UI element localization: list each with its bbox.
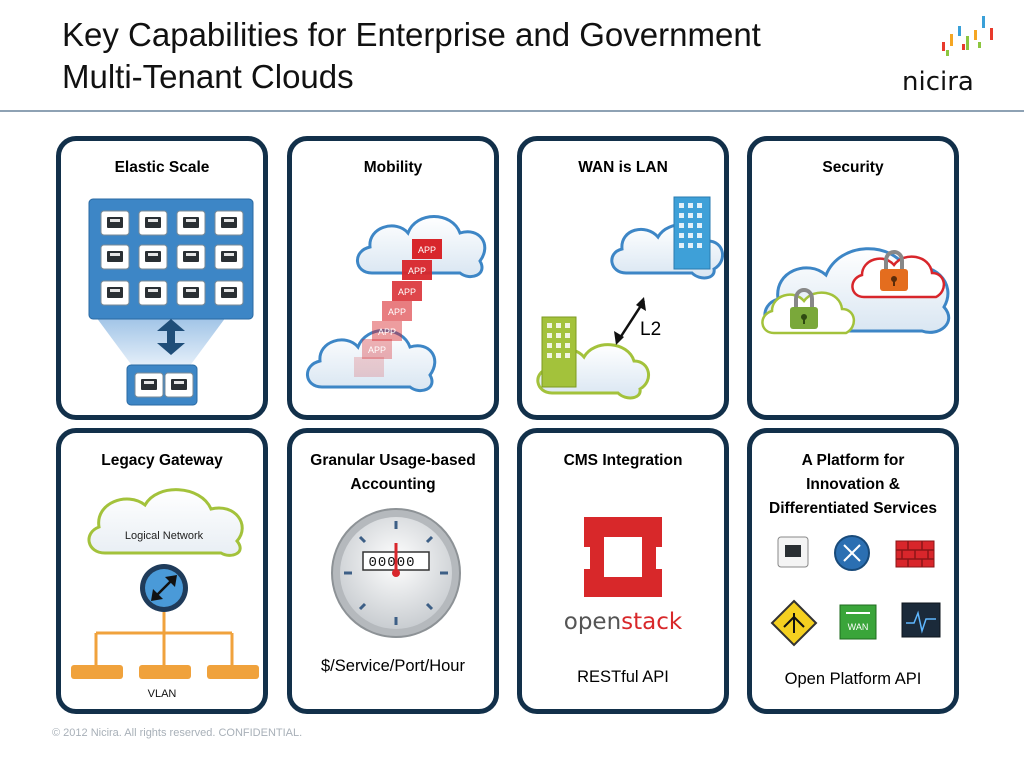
openstack-logo-icon: openstack xyxy=(564,517,683,635)
card-usage-accounting: Granular Usage-based Accounting 00000 $/… xyxy=(287,428,499,714)
legacy-gateway-illustration: Logical Network VLAN xyxy=(71,488,259,700)
padlock-icon xyxy=(880,250,908,291)
app-label: APP xyxy=(408,266,426,276)
card-title: Legacy Gateway xyxy=(101,452,223,469)
app-block-icon xyxy=(382,301,412,321)
card-platform: A Platform for Innovation & Differentiat… xyxy=(747,428,959,714)
wan-badge-text: WAN xyxy=(848,622,869,632)
card-title: Elastic Scale xyxy=(114,159,210,176)
load-balancer-icon xyxy=(770,599,818,647)
l2-label: L2 xyxy=(640,319,662,340)
card-title-line-2: Accounting xyxy=(350,476,436,493)
card-elastic-scale: Elastic Scale xyxy=(56,136,268,420)
monitor-icon xyxy=(901,602,941,638)
meter-icon: 00000 xyxy=(331,508,461,638)
card-title-line-1: Granular Usage-based xyxy=(310,452,476,469)
card-cms-integration: CMS Integration openstack RESTful API xyxy=(517,428,729,714)
cms-caption: RESTful API xyxy=(577,668,669,686)
wan-is-lan-illustration xyxy=(536,196,724,400)
card-wan-is-lan: WAN is LAN xyxy=(517,136,729,420)
title-divider xyxy=(0,110,1024,112)
app-block-icon xyxy=(354,357,384,377)
slide-title: Key Capabilities for Enterprise and Gove… xyxy=(62,14,761,98)
platform-caption: Open Platform API xyxy=(784,670,922,688)
card-title: A Platform for Innovation & Differentiat… xyxy=(752,449,954,521)
building-icon xyxy=(541,316,577,388)
card-title: Granular Usage-based Accounting xyxy=(292,449,494,497)
nicira-wordmark: nicira xyxy=(902,67,974,96)
app-block-icon xyxy=(392,281,422,301)
card-title-line-3: Differentiated Services xyxy=(769,500,937,517)
building-icon xyxy=(673,196,711,270)
security-illustration xyxy=(761,247,951,335)
footer-copyright: © 2012 Nicira. All rights reserved. CONF… xyxy=(52,727,303,739)
meter-digits: 00000 xyxy=(368,555,415,571)
card-title: CMS Integration xyxy=(563,452,683,469)
double-arrow-icon xyxy=(614,297,646,345)
gateway-router-icon xyxy=(140,564,188,612)
app-block-icon xyxy=(372,321,402,341)
card-title: Mobility xyxy=(363,159,423,176)
nicira-logo: nicira xyxy=(896,14,996,97)
openstack-wordmark: openstack xyxy=(564,609,683,635)
vlan-label: VLAN xyxy=(148,688,177,700)
card-title-line-1: A Platform for xyxy=(801,452,905,469)
card-security: Security xyxy=(747,136,959,420)
app-label: APP xyxy=(388,307,406,317)
platform-services-icons: WAN xyxy=(770,535,941,647)
app-block-icon xyxy=(412,239,442,259)
firewall-icon xyxy=(895,540,935,568)
mobility-illustration: APP APP APP APP APP APP xyxy=(306,215,487,392)
card-title: Security xyxy=(822,159,884,176)
card-title: WAN is LAN xyxy=(578,159,668,176)
padlock-icon xyxy=(790,288,818,329)
scale-arrow-icon xyxy=(157,319,185,355)
app-label: APP xyxy=(398,287,416,297)
app-label: APP xyxy=(368,345,386,355)
card-legacy-gateway: Legacy Gateway Logical Network VLAN xyxy=(56,428,268,714)
wan-icon: WAN xyxy=(839,604,877,640)
elastic-scale-illustration xyxy=(88,198,254,406)
slide-title-line-2: Multi-Tenant Clouds xyxy=(62,58,354,95)
app-block-icon xyxy=(402,260,432,280)
router-icon xyxy=(834,535,870,571)
app-label: APP xyxy=(418,245,436,255)
card-mobility: Mobility APP APP APP APP APP APP xyxy=(287,136,499,420)
switch-port-icon xyxy=(777,536,809,568)
app-label: APP xyxy=(378,327,396,337)
cloud-label: Logical Network xyxy=(125,530,204,542)
slide-title-line-1: Key Capabilities for Enterprise and Gove… xyxy=(62,16,761,53)
usage-caption: $/Service/Port/Hour xyxy=(321,657,465,675)
card-title-line-2: Innovation & xyxy=(806,476,900,493)
app-block-icon xyxy=(362,339,392,359)
